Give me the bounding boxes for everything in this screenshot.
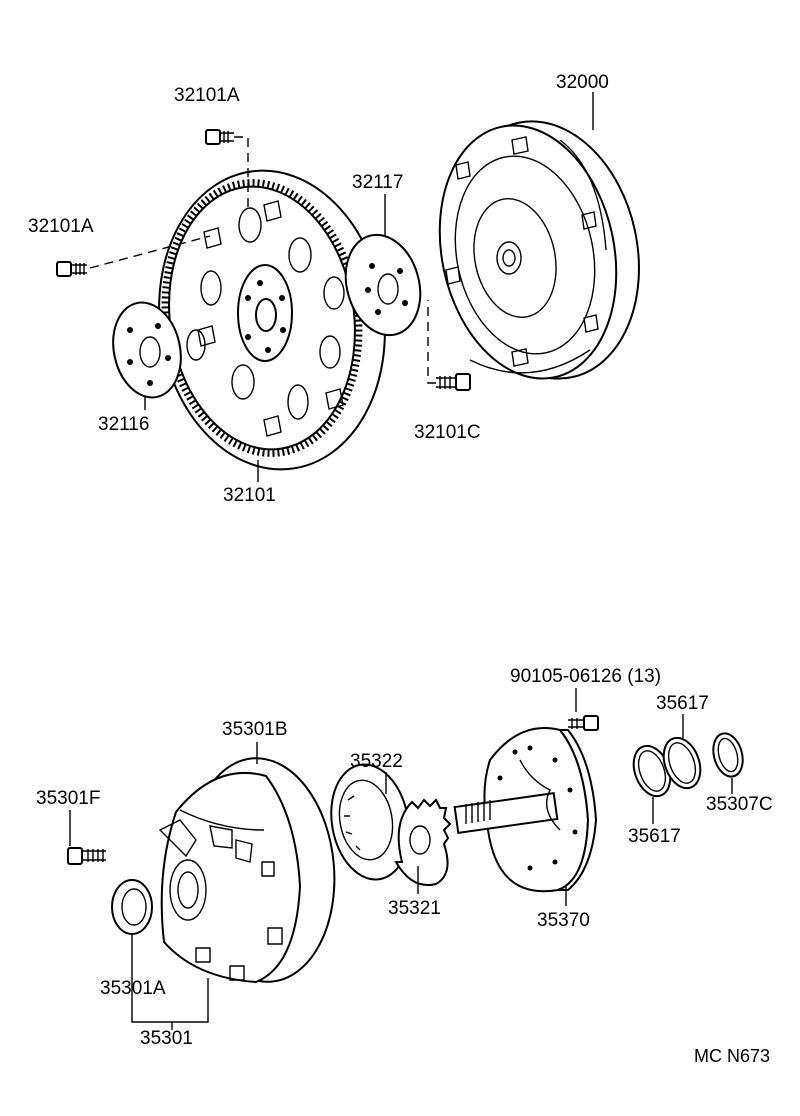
leader-32101C (427, 300, 436, 384)
label-35301: 35301 (140, 1028, 193, 1049)
plate-32117 (344, 233, 422, 337)
stator-shaft-35370 (453, 727, 598, 893)
ring-35307C (712, 732, 744, 778)
label-35301A: 35301A (100, 978, 166, 999)
label-35617-bottom: 35617 (628, 826, 681, 847)
label-35370: 35370 (537, 910, 590, 931)
bolt-90105 (568, 715, 599, 731)
label-32101C: 32101C (414, 422, 481, 443)
bolt-32101A-top (205, 129, 234, 145)
label-90105: 90105-06126 (13) (510, 666, 661, 687)
pump-body-35301B (158, 757, 336, 984)
bolt-32101A-left (56, 261, 87, 277)
gear-35321 (394, 798, 452, 886)
label-32116: 32116 (98, 414, 149, 435)
bolt-35301F (67, 847, 106, 865)
label-32101A-top: 32101A (174, 85, 240, 106)
label-32101: 32101 (223, 485, 276, 506)
label-32117: 32117 (352, 172, 403, 193)
gear-35322 (330, 763, 410, 881)
label-35301F: 35301F (36, 788, 100, 809)
leader-32101A-left (89, 235, 211, 269)
leader-35301 (131, 934, 209, 1030)
label-32000: 32000 (556, 72, 609, 93)
torque-converter-32000 (438, 120, 640, 380)
label-35322: 35322 (350, 751, 403, 772)
oil-seal-35301A (111, 879, 153, 935)
diagram-code: MC N673 (694, 1046, 770, 1066)
label-35307C: 35307C (706, 794, 773, 815)
label-35617-top: 35617 (656, 693, 709, 714)
label-35301B: 35301B (222, 719, 288, 740)
label-35321: 35321 (388, 898, 441, 919)
bolt-32101C (436, 373, 471, 391)
label-32101A-left: 32101A (28, 216, 94, 237)
seal-ring-35617-b (662, 736, 702, 790)
plate-32116 (112, 301, 182, 399)
leader-32101A-top (234, 136, 249, 210)
